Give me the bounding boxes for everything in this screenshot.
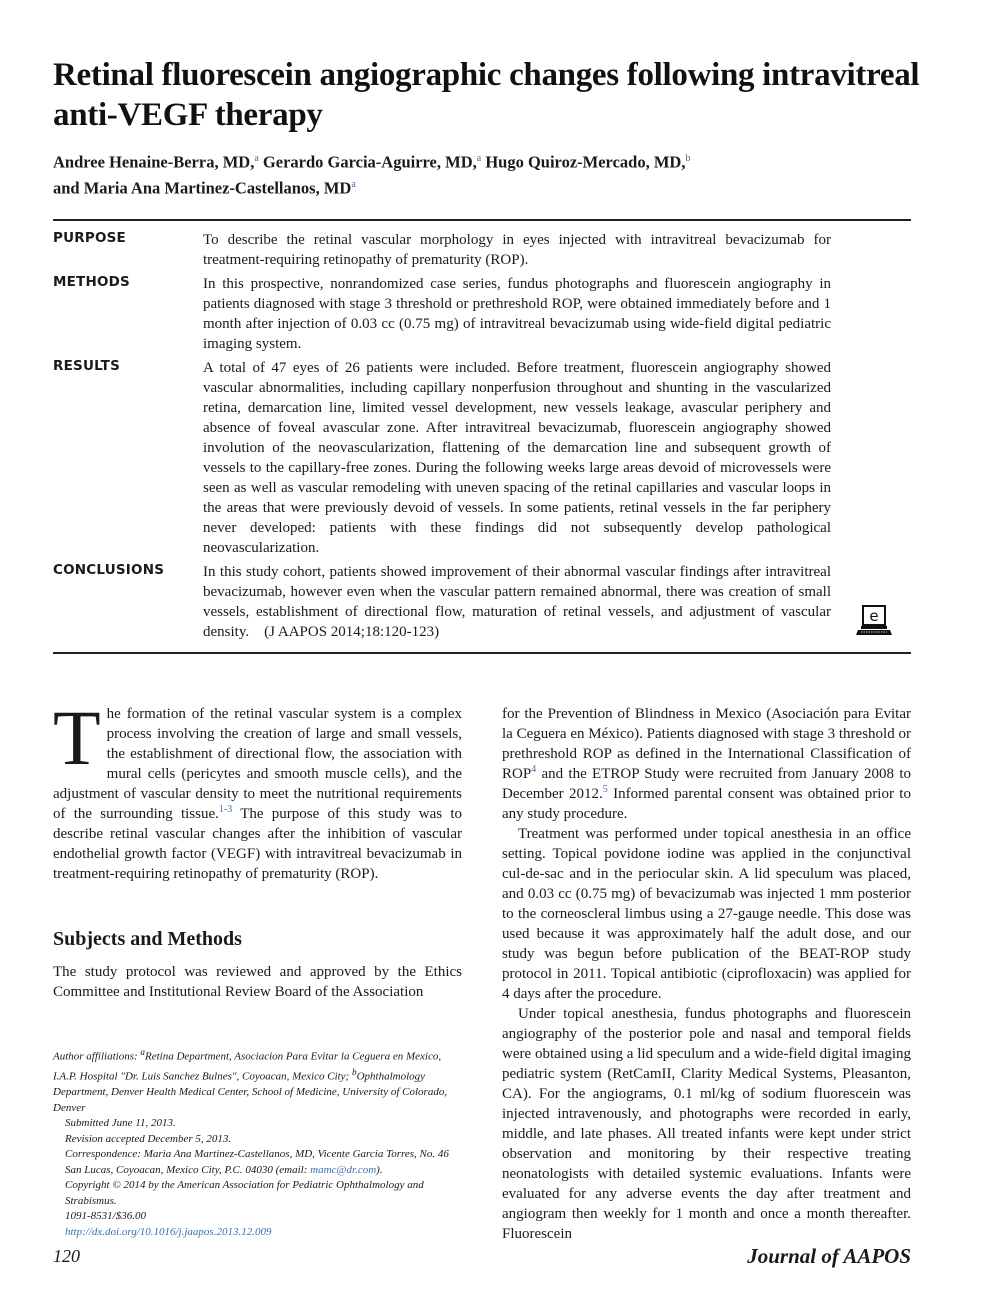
affiliation-marker[interactable]: a <box>476 153 482 164</box>
abstract-text: In this prospective, nonrandomized case … <box>203 276 831 352</box>
abstract-text: A total of 47 eyes of 26 patients were i… <box>203 360 831 556</box>
right-column: for the Prevention of Blindness in Mexic… <box>502 704 911 1244</box>
article-title: Retinal fluorescein angiographic changes… <box>53 57 920 133</box>
author-line-2: and Maria Ana Martinez-Castellanos, MDa <box>53 174 933 200</box>
abstract-label: RESULTS <box>53 358 121 374</box>
price-code: 1091-8531/$36.00 <box>65 1210 146 1223</box>
abstract-label: PURPOSE <box>53 230 126 246</box>
abstract-label: CONCLUSIONS <box>53 562 165 578</box>
email-link[interactable]: mamc@dr.com <box>310 1163 377 1176</box>
abstract-bottom-rule <box>53 652 911 654</box>
footnotes: Author affiliations: aRetina Department,… <box>53 1045 463 1240</box>
body-paragraph: Under topical anesthesia, fundus photogr… <box>502 1006 911 1242</box>
laptop-icon: e <box>856 605 892 635</box>
abstract-text: In this study cohort, patients showed im… <box>203 562 831 642</box>
electronic-supplement-icon[interactable]: e <box>855 604 893 638</box>
body-paragraph: for the Prevention of Blindness in Mexic… <box>502 706 911 822</box>
affiliation-marker[interactable]: b <box>685 153 691 164</box>
abstract-text: To describe the retinal vascular morphol… <box>203 232 831 268</box>
journal-name: Journal of AAPOS <box>747 1244 911 1268</box>
author-name: Gerardo Garcia-Aguirre, MD, <box>258 152 477 172</box>
e-letter: e <box>869 607 878 625</box>
author-list: Andree Henaine-Berra, MD,a Gerardo Garci… <box>53 148 933 199</box>
copyright: Copyright © 2014 by the American Associa… <box>65 1179 424 1207</box>
author-name: Hugo Quiroz-Mercado, MD, <box>481 152 686 172</box>
page-number: 120 <box>53 1246 80 1266</box>
citation: (J AAPOS 2014;18:120-123) <box>264 624 440 640</box>
abstract-top-rule <box>53 219 911 221</box>
affiliations: Author affiliations: aRetina Department,… <box>53 1047 448 1114</box>
correspondence: Correspondence: Maria Ana Martinez-Caste… <box>65 1148 449 1176</box>
reference-link[interactable]: 1-3 <box>218 804 233 815</box>
submitted-date: Submitted June 11, 2013. <box>65 1117 176 1130</box>
dropcap-letter: T <box>53 694 101 781</box>
revision-date: Revision accepted December 5, 2013. <box>65 1132 232 1145</box>
left-column-methods: The study protocol was reviewed and appr… <box>53 962 462 1002</box>
reference-link[interactable]: 4 <box>531 764 537 775</box>
section-heading: Subjects and Methods <box>53 928 242 950</box>
doi-link[interactable]: http://dx.doi.org/10.1016/j.jaapos.2013.… <box>65 1225 272 1238</box>
reference-link[interactable]: 5 <box>602 784 608 795</box>
author-line-1: Andree Henaine-Berra, MD,a Gerardo Garci… <box>53 148 933 174</box>
body-paragraph: Treatment was performed under topical an… <box>502 826 911 1002</box>
author-name: and Maria Ana Martinez-Castellanos, MD <box>53 178 352 197</box>
affiliation-marker[interactable]: a <box>254 153 259 164</box>
conclusions-text: In this study cohort, patients showed im… <box>203 564 831 640</box>
abstract-label: METHODS <box>53 274 130 290</box>
methods-paragraph: The study protocol was reviewed and appr… <box>53 964 462 1000</box>
author-name: Andree Henaine-Berra, MD, <box>53 152 255 172</box>
affiliation-marker[interactable]: a <box>351 178 356 190</box>
